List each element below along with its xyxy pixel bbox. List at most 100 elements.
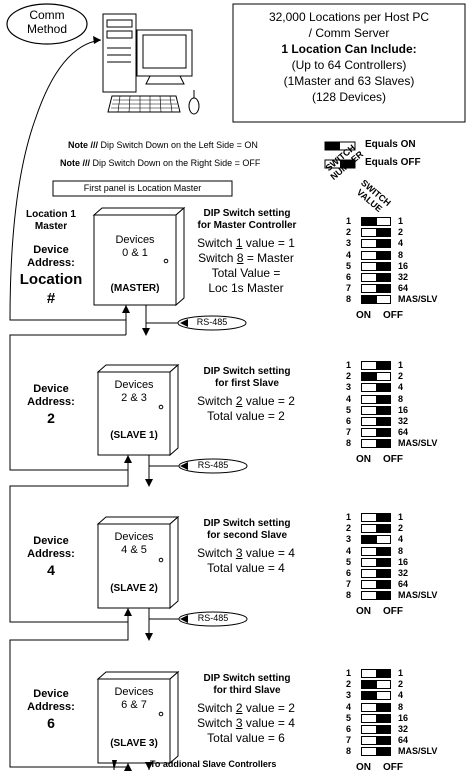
dip-switch-4 <box>361 394 391 404</box>
switch-value: 16 <box>398 404 409 415</box>
switch-value: 2 <box>398 523 404 534</box>
switch-off-indicator <box>376 670 391 677</box>
dip-switch-2 <box>361 524 391 534</box>
dip-switch-3 <box>361 239 391 249</box>
switch-value: 8 <box>398 701 404 712</box>
switch-value: 16 <box>398 556 409 567</box>
dip-title-2: DIP Switch setting for first Slave <box>203 366 291 389</box>
switch-off-indicator <box>376 406 391 414</box>
comm-method-bubble <box>6 3 88 45</box>
switch-value: MAS/SLV <box>398 438 438 449</box>
off-label: OFF <box>383 761 403 773</box>
switch-number: 4 <box>346 545 352 556</box>
dip-switch-7 <box>361 284 391 294</box>
box1-label: Devices 0 & 1 <box>115 234 155 259</box>
switch-number: 6 <box>346 416 352 426</box>
dip-switch-1 <box>361 361 391 370</box>
switch-number: 2 <box>346 523 352 534</box>
comm-method-label: Comm Method <box>26 8 68 36</box>
dip-title-4: DIP Switch setting for third Slave <box>203 673 291 696</box>
switch-off-indicator <box>376 429 391 437</box>
switch-off-indicator <box>376 285 391 293</box>
note-on: Note /// Dip Switch Down on the Left Sid… <box>68 140 258 150</box>
note-off: Note /// Dip Switch Down on the Right Si… <box>60 158 261 168</box>
dip-desc-1: Switch 1 value = 1 Switch 8 = Master Tot… <box>197 236 295 295</box>
device-box-2 <box>96 363 180 457</box>
dip-switch-4 <box>361 702 391 712</box>
dip-desc-4: Switch 2 value = 2 Switch 3 value = 4 To… <box>197 701 295 745</box>
device-address-2: Device Address: 2 <box>27 383 75 426</box>
on-label: ON <box>356 761 371 773</box>
dip-switch-1 <box>361 217 391 226</box>
off-label: OFF <box>383 453 403 465</box>
device-box-3 <box>96 515 180 610</box>
dip-switch-2 <box>361 680 391 690</box>
switch-on-indicator <box>362 373 377 381</box>
device-box-1 <box>92 206 186 307</box>
switch-value: 1 <box>398 512 404 522</box>
switch-value: 4 <box>398 238 404 249</box>
dip-switch-5 <box>361 405 391 415</box>
dip-switch-8 <box>361 591 391 601</box>
switch-off-indicator <box>376 748 391 756</box>
switch-value: 8 <box>398 545 404 556</box>
switch-number: 6 <box>346 568 352 578</box>
box1-role: (MASTER) <box>110 283 160 294</box>
dip-switch-8 <box>361 747 391 757</box>
switch-off-indicator <box>376 362 391 369</box>
switch-number: 5 <box>346 712 352 723</box>
dip-switch-8 <box>361 439 391 449</box>
off-label: OFF <box>383 309 403 321</box>
device-address-1: Device Address: Location # <box>19 244 83 307</box>
box4-label: Devices 6 & 7 <box>114 686 154 711</box>
dip-switch-5 <box>361 261 391 271</box>
switch-off-indicator <box>376 395 391 403</box>
dip-switch-3 <box>361 535 391 545</box>
switch-number: 1 <box>346 360 352 370</box>
switch-number: 5 <box>346 260 352 271</box>
dip-switch-1 <box>361 513 391 522</box>
switch-off-indicator <box>376 558 391 566</box>
computer-icon <box>102 13 200 115</box>
dip-switch-7 <box>361 736 391 746</box>
switch-number: 3 <box>346 534 352 545</box>
switch-value: 32 <box>398 568 409 578</box>
switch-number: 6 <box>346 724 352 734</box>
on-label: ON <box>356 309 371 321</box>
switch-value: 1 <box>398 668 404 678</box>
switch-value: 16 <box>398 260 409 271</box>
equals-off-label: Equals OFF <box>365 157 421 168</box>
switch-number: 7 <box>346 735 352 746</box>
box4-role: (SLAVE 3) <box>110 738 158 749</box>
dip-switch-3 <box>361 383 391 393</box>
switch-off-indicator <box>376 525 391 533</box>
switch-on-indicator <box>362 296 377 304</box>
switch-number: 8 <box>346 294 352 305</box>
first-panel-note: First panel is Location Master <box>83 183 202 193</box>
switch-value: 1 <box>398 216 404 226</box>
switch-off-indicator <box>376 581 391 589</box>
dip-switch-7 <box>361 428 391 438</box>
switch-off-indicator <box>376 418 391 425</box>
box2-label: Devices 2 & 3 <box>114 379 154 404</box>
dip-title-3: DIP Switch setting for second Slave <box>203 518 291 541</box>
switch-number: 8 <box>346 438 352 449</box>
switch-value: 2 <box>398 371 404 382</box>
device-box-4 <box>96 670 180 765</box>
dip-desc-3: Switch 3 value = 4 Total value = 4 <box>197 546 295 575</box>
switch-number: 2 <box>346 227 352 238</box>
switch-value: 2 <box>398 679 404 690</box>
switch-number: 3 <box>346 238 352 249</box>
switch-off-indicator <box>376 229 391 237</box>
switch-off-indicator <box>376 737 391 745</box>
switch-on-indicator <box>362 681 377 689</box>
dip-switch-6 <box>361 417 391 426</box>
switch-number: 7 <box>346 283 352 294</box>
switch-number: 3 <box>346 382 352 393</box>
switch-value: 32 <box>398 724 409 734</box>
dip-switch-7 <box>361 580 391 590</box>
dip-switch-4 <box>361 250 391 260</box>
switch-number: 2 <box>346 679 352 690</box>
switch-off-indicator <box>376 726 391 733</box>
